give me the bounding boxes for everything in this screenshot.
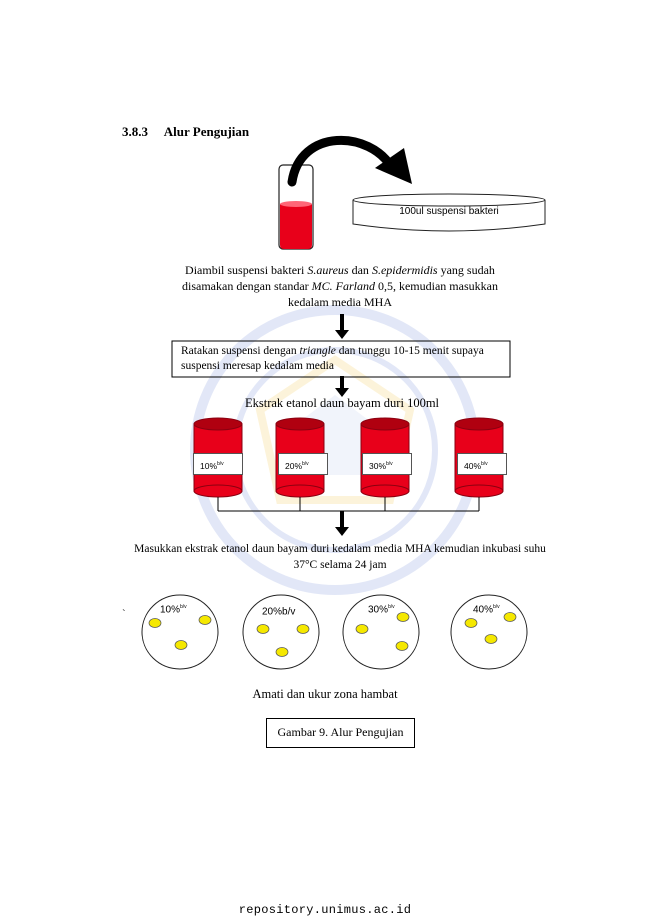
down-arrow-2 xyxy=(335,376,349,397)
plate-2 xyxy=(242,594,320,670)
section-title: Alur Pengujian xyxy=(163,124,250,139)
plate-3 xyxy=(342,594,420,670)
jar-2 xyxy=(275,417,325,498)
plate-4 xyxy=(450,594,528,670)
final-step-text: Amati dan ukur zona hambat xyxy=(252,687,398,701)
jar-label-4: 40%b/v xyxy=(457,453,507,475)
step1-text: Diambil suspensi bakteri S.aureus dan S.… xyxy=(182,263,498,309)
stray-mark: ` xyxy=(122,608,126,620)
section-number: 3.8.3 xyxy=(122,124,148,139)
jar-connector xyxy=(217,497,480,512)
plate-label-3: 30%b/v xyxy=(368,604,395,616)
jar-label-1: 10%b/v xyxy=(193,453,243,475)
petri-dish-top xyxy=(352,193,546,232)
down-arrow-3 xyxy=(335,511,349,536)
plate-label-1: 10%b/v xyxy=(160,604,187,616)
figure-caption: Gambar 9. Alur Pengujian xyxy=(266,718,415,748)
step3-text: Masukkan ekstrak etanol daun bayam duri … xyxy=(134,543,546,571)
jar-label-2: 20%b/v xyxy=(278,453,328,475)
transfer-arrow xyxy=(287,135,412,187)
test-tube xyxy=(278,164,314,250)
plate-1 xyxy=(141,594,219,670)
plate-label-2: 20%b/v xyxy=(262,606,296,618)
step2-box xyxy=(171,340,511,378)
footer-repository: repository.unimus.ac.id xyxy=(238,903,412,917)
section-heading: 3.8.3 Alur Pengujian xyxy=(122,124,249,140)
petri-dish-label: 100ul suspensi bakteri xyxy=(399,206,499,217)
plate-label-4: 40%b/v xyxy=(473,604,500,616)
extract-title: Ekstrak etanol daun bayam duri 100ml xyxy=(244,396,440,410)
step2-text: Ratakan suspensi dengan triangle dan tun… xyxy=(181,345,484,372)
jar-label-3: 30%b/v xyxy=(362,453,412,475)
down-arrow-1 xyxy=(335,314,349,339)
